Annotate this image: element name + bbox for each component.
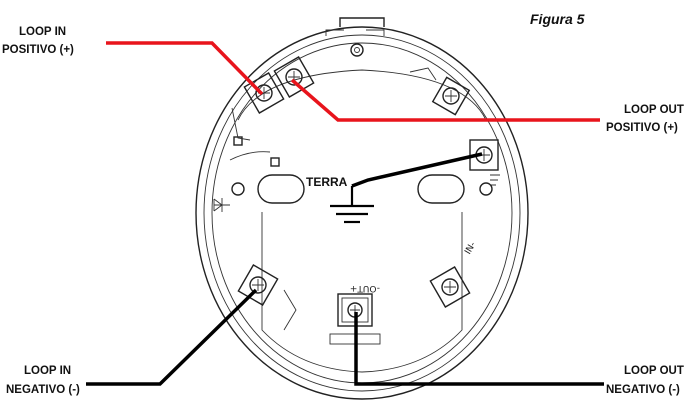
wire-loop-in-positive <box>106 41 264 96</box>
mounting-slot-right <box>417 174 465 204</box>
out-marking: -OUT+ <box>350 283 380 293</box>
label-loop-in-positive-line1: LOOP IN <box>19 26 66 38</box>
in-marking: IN- <box>463 240 478 256</box>
terminal-loop-in-negative <box>237 264 297 331</box>
terminal-loop-out-positive <box>469 139 500 186</box>
terminal-bottom-right <box>429 266 471 308</box>
label-loop-out-positive-line2: POSITIVO (+) <box>606 122 678 134</box>
detector-base <box>195 17 529 400</box>
positive-wires <box>106 41 600 122</box>
label-loop-in-positive-line2: POSITIVO (+) <box>2 44 74 56</box>
label-loop-out-positive-line1: LOOP OUT <box>624 104 684 116</box>
terminal-loop-in-positive <box>231 56 315 141</box>
label-loop-out-negative-line1: LOOP OUT <box>624 365 684 377</box>
label-loop-in-negative-line1: LOOP IN <box>24 365 71 377</box>
terminal-top-right <box>409 67 471 116</box>
wire-loop-out-positive <box>290 78 600 122</box>
wire-earth <box>351 152 483 188</box>
mounting-slot-left <box>257 174 305 204</box>
terra-label: TERRA <box>306 175 348 189</box>
wire-loop-out-negative <box>354 312 604 386</box>
figure-title: Figura 5 <box>530 11 585 27</box>
label-loop-out-negative-line2: NEGATIVO (-) <box>606 384 680 396</box>
diode-symbol <box>213 198 230 212</box>
earth-symbol <box>330 186 374 224</box>
wire-loop-in-negative <box>86 288 258 386</box>
negative-wires <box>86 152 604 386</box>
label-loop-in-negative-line2: NEGATIVO (-) <box>6 384 80 396</box>
